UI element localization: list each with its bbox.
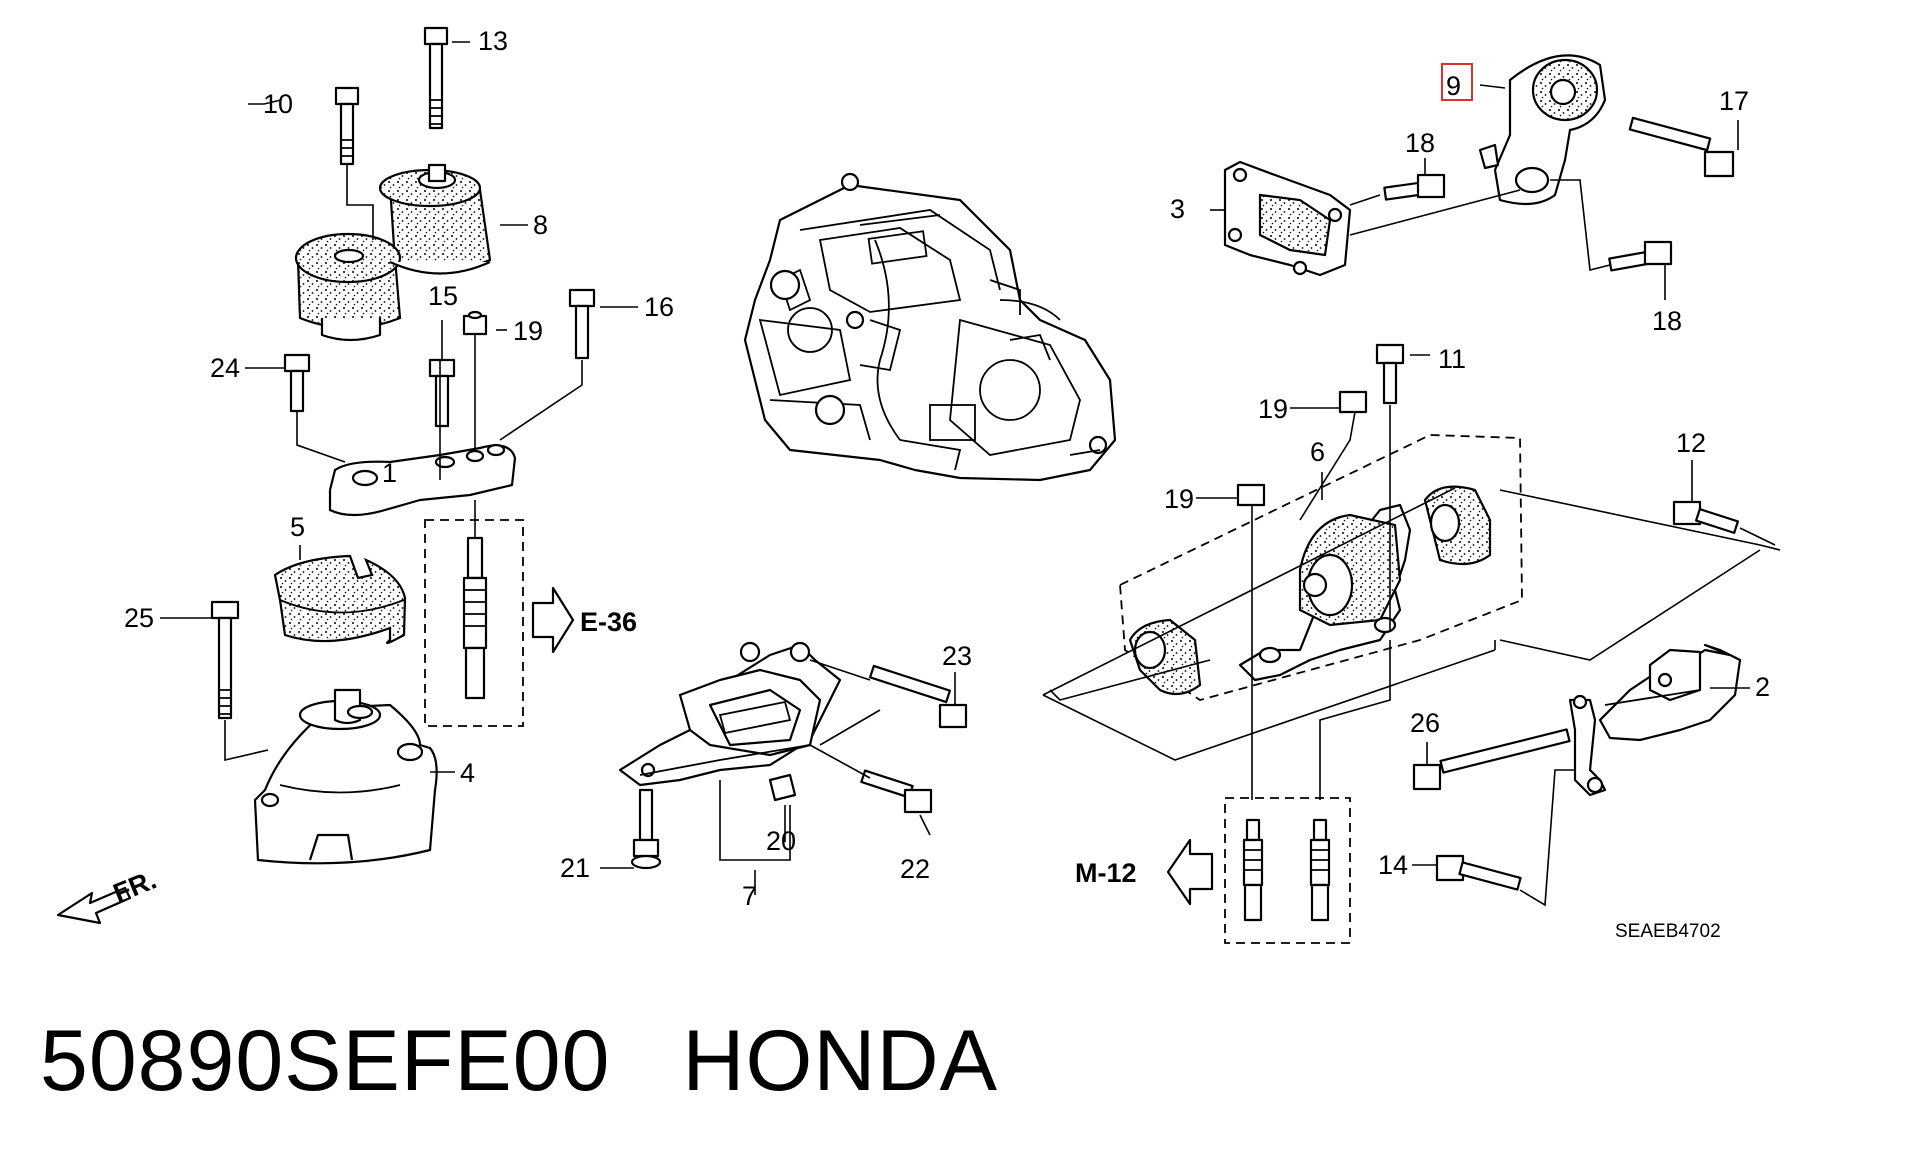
bolt-26 [1412,728,1571,791]
nut-20 [768,773,797,802]
bolt-11 [1375,343,1405,405]
callout-24: 24 [210,353,240,383]
callout-19-right-top: 19 [1258,394,1288,424]
reference-m12-label: M-12 [1075,858,1137,888]
callout-20: 20 [766,826,796,856]
part-9-torque-rod [1478,54,1607,206]
bolt-13 [423,26,449,130]
front-direction-arrow [56,886,132,925]
part-1-bracket [328,443,517,517]
bolt-15 [428,358,456,428]
callout-7: 7 [742,881,757,911]
part-6-transmission-mount [1119,434,1523,701]
callout-2: 2 [1755,672,1770,702]
studs-right [1224,797,1351,944]
part-7-transmission-bracket [618,641,842,787]
caption: 50890SEFE00 HONDA [40,1012,998,1111]
callout-16: 16 [644,292,674,322]
bolt-24 [283,353,311,413]
callout-19-right-mid: 19 [1164,484,1194,514]
callout-8: 8 [533,210,548,240]
bolt-16 [568,288,596,360]
nut-19-right-mid [1236,483,1266,507]
bolt-22 [860,769,933,814]
callout-6: 6 [1310,437,1325,467]
reference-e36-label: E-36 [580,607,637,637]
callout-14: 14 [1378,850,1408,880]
front-marker-label: FR. [109,864,161,908]
bolt-10 [334,86,360,166]
bolt-21 [630,788,662,870]
callout-15: 15 [428,281,458,311]
bolt-23 [869,664,968,729]
callout-26: 26 [1410,708,1440,738]
callout-23: 23 [942,641,972,671]
bolt-18-top [1383,173,1446,201]
callout-3: 3 [1170,194,1185,224]
part-4-lower-mount [253,688,438,865]
callout-17: 17 [1719,86,1749,116]
nut-19-left [462,310,488,336]
callout-5: 5 [290,512,305,542]
callout-labels: 1 2 3 4 5 6 7 8 9 10 11 12 13 14 15 16 1… [124,26,1770,911]
part-2-bracket [1568,643,1742,797]
nut-19-right-top [1338,390,1368,414]
bolt-17 [1628,116,1735,178]
diagram-code: SEAEB4702 [1615,921,1721,942]
part-3-bracket [1223,160,1352,277]
callout-13: 13 [478,26,508,56]
bolt-14 [1435,854,1522,891]
bolt-12 [1672,500,1739,534]
callout-19-left: 19 [513,316,543,346]
part-number: 50890SEFE00 [40,1013,611,1109]
highlight-box-callout-9 [1441,63,1473,101]
engine-assembly-illustration [743,172,1117,482]
callout-21: 21 [560,853,590,883]
bolt-25 [210,600,240,720]
callout-1: 1 [382,458,397,488]
callout-22: 22 [900,854,930,884]
bolt-18-right [1608,240,1673,272]
part-5-stopper [273,554,407,645]
callout-11: 11 [1438,344,1466,374]
callout-12: 12 [1676,428,1706,458]
callout-4: 4 [460,758,475,788]
e36-reference-arrow [531,586,575,654]
m12-reference-arrow [1166,838,1214,906]
callout-25: 25 [124,603,154,633]
callout-18-top: 18 [1405,128,1435,158]
brand-name: HONDA [682,1013,998,1109]
callout-18-right: 18 [1652,306,1682,336]
callout-9: 9 [1446,71,1461,101]
part-8-upper-mount [294,163,492,342]
stud-left [424,519,524,727]
callout-10: 10 [263,89,293,119]
